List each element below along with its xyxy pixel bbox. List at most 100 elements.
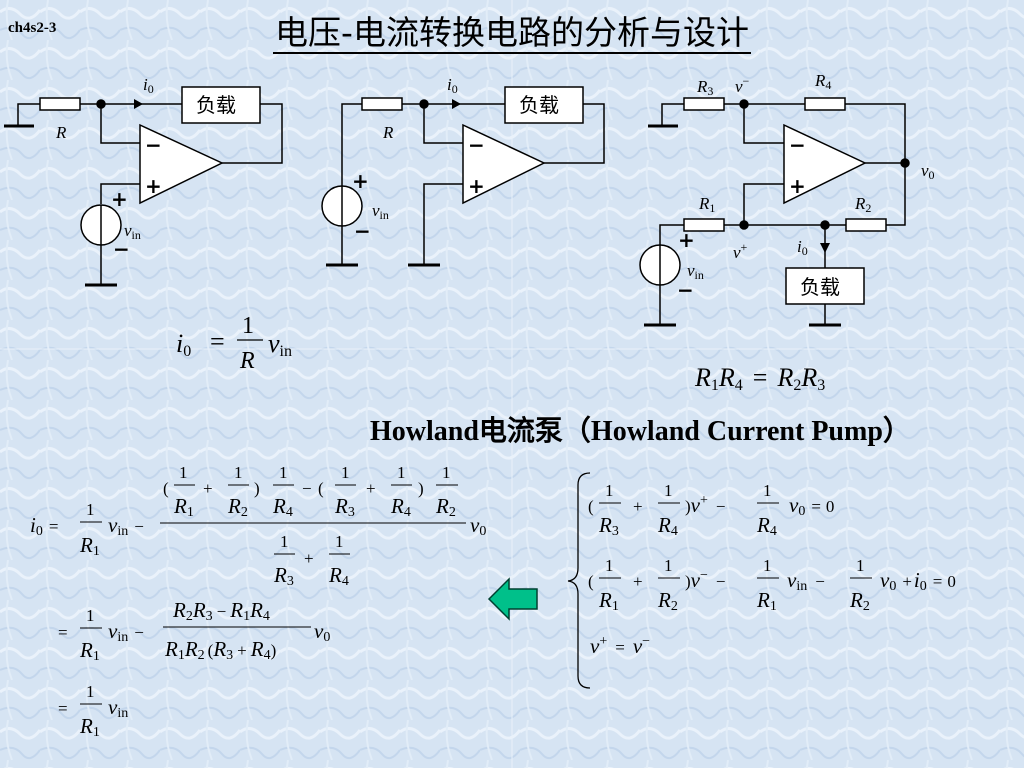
svg-text:v0=0: v0=0 xyxy=(789,493,834,519)
formula-derivation: i0= 1 R1 vin− ( 1 R1 + 1 R2 ) 1 R4 − ( 1… xyxy=(30,463,486,740)
i0-label-1: i0 xyxy=(143,75,154,96)
resistor-R xyxy=(361,97,403,111)
svg-text:R2: R2 xyxy=(657,588,678,614)
circuit-3 xyxy=(639,97,910,327)
load-label-2: 负载 xyxy=(519,93,559,117)
svg-text:R1R2(R3+R4): R1R2(R3+R4) xyxy=(164,637,276,663)
svg-text:R4: R4 xyxy=(328,563,349,589)
svg-text:(: ( xyxy=(163,479,169,498)
svg-text:R3: R3 xyxy=(334,494,355,520)
v-minus-label: v− xyxy=(735,74,750,96)
svg-text:v+=v−: v+=v− xyxy=(590,634,650,658)
svg-text:R3: R3 xyxy=(273,563,294,589)
svg-text:R1R4 = R2R3: R1R4 = R2R3 xyxy=(694,363,825,394)
i0-label-3: i0 xyxy=(797,237,808,258)
v0-label: v0 xyxy=(921,161,935,182)
r2-label: R2 xyxy=(854,194,871,215)
svg-text:=: = xyxy=(210,327,225,356)
svg-text:): ) xyxy=(254,479,260,498)
formula-balance: R1R4 = R2R3 xyxy=(694,363,825,394)
svg-text:1: 1 xyxy=(605,481,614,500)
svg-text:+: + xyxy=(633,572,643,591)
svg-text:1: 1 xyxy=(280,532,289,551)
svg-text:1: 1 xyxy=(605,556,614,575)
svg-text:1: 1 xyxy=(341,463,350,482)
resistor-R4 xyxy=(804,97,846,111)
svg-text:vin−: vin− xyxy=(787,568,825,594)
load-box xyxy=(181,86,261,124)
load-label-1: 负载 xyxy=(196,93,236,117)
svg-text:1: 1 xyxy=(763,481,772,500)
svg-text:+: + xyxy=(203,479,213,498)
svg-text:R: R xyxy=(239,348,255,374)
svg-text:1: 1 xyxy=(86,500,95,519)
svg-text:R1: R1 xyxy=(173,494,194,520)
svg-text:R4: R4 xyxy=(390,494,411,520)
opamp-minus-3: − xyxy=(789,133,806,157)
svg-text:1: 1 xyxy=(86,682,95,701)
opamp xyxy=(783,123,867,205)
svg-text:R2: R2 xyxy=(849,588,870,614)
opamp-minus-1: − xyxy=(145,133,162,157)
svg-text:R2R3−R1R4: R2R3−R1R4 xyxy=(172,598,270,624)
circuit-1 xyxy=(4,86,283,287)
page-title: 电压-电流转换电路的分析与设计 xyxy=(273,13,751,54)
resistor-R3 xyxy=(683,97,725,111)
svg-text:+: + xyxy=(633,497,643,516)
svg-text:R1: R1 xyxy=(79,533,100,559)
svg-text:(: ( xyxy=(588,572,594,591)
opamp-minus-2: − xyxy=(468,133,485,157)
svg-text:v0: v0 xyxy=(314,619,330,645)
equation-system: ( 1 R3 + 1 R4 )v+− 1 R4 v0=0 ( 1 R1 + 1 … xyxy=(567,472,956,689)
svg-text:=: = xyxy=(58,623,68,642)
svg-text:−: − xyxy=(302,479,312,498)
svg-text:1: 1 xyxy=(664,481,673,500)
svg-text:1: 1 xyxy=(335,532,344,551)
svg-text:+: + xyxy=(304,549,314,568)
slide-id: ch4s2-3 xyxy=(8,20,57,36)
svg-text:): ) xyxy=(418,479,424,498)
svg-text:)v+−: )v+− xyxy=(685,493,726,517)
svg-text:+: + xyxy=(366,479,376,498)
r1-label: R1 xyxy=(698,194,715,215)
r3-label: R3 xyxy=(696,77,713,98)
i0-label-2: i0 xyxy=(447,75,458,96)
svg-text:R2: R2 xyxy=(435,494,456,520)
svg-text:1: 1 xyxy=(856,556,865,575)
svg-text:R1: R1 xyxy=(79,638,100,664)
r-label-2: R xyxy=(382,123,394,142)
opamp-plus-2: + xyxy=(468,174,485,198)
svg-text:i0: i0 xyxy=(176,329,191,360)
svg-text:(: ( xyxy=(588,497,594,516)
r-label-1: R xyxy=(55,123,67,142)
load-label-3: 负载 xyxy=(800,275,840,299)
vin-label-2: vin xyxy=(372,201,389,222)
svg-text:vin: vin xyxy=(108,695,128,721)
svg-text:R1: R1 xyxy=(79,714,100,740)
load-box xyxy=(504,86,584,124)
svg-text:R4: R4 xyxy=(657,513,678,539)
load-box xyxy=(785,267,865,305)
svg-text:R2: R2 xyxy=(227,494,248,520)
svg-text:vin−: vin− xyxy=(108,619,144,645)
svg-text:R4: R4 xyxy=(272,494,293,520)
svg-text:=: = xyxy=(58,699,68,718)
src-plus-1: + xyxy=(111,187,128,211)
src-minus-2: − xyxy=(354,219,371,243)
howland-subtitle: Howland电流泵（Howland Current Pump） xyxy=(370,416,911,447)
src-minus-3: − xyxy=(677,278,694,302)
svg-text:1: 1 xyxy=(442,463,451,482)
resistor-R xyxy=(39,97,81,111)
r4-label: R4 xyxy=(814,71,831,92)
src-plus-3: + xyxy=(678,228,695,252)
v-plus-label: v+ xyxy=(733,240,748,262)
svg-text:1: 1 xyxy=(397,463,406,482)
left-arrow-icon xyxy=(487,577,538,621)
svg-text:(: ( xyxy=(318,479,324,498)
svg-text:1: 1 xyxy=(234,463,243,482)
svg-text:R4: R4 xyxy=(756,513,777,539)
circuit-2 xyxy=(321,86,605,267)
src-plus-2: + xyxy=(352,169,369,193)
